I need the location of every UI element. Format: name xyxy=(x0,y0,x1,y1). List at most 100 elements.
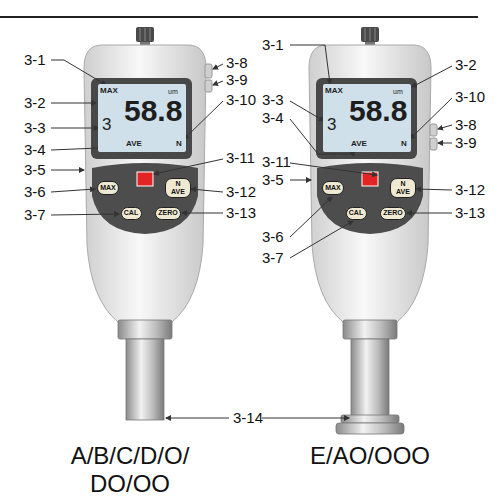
key-button: CAL xyxy=(121,207,142,220)
display-text: AVE xyxy=(351,140,367,148)
leader-lines xyxy=(290,101,324,121)
button-text: MAX xyxy=(325,184,341,192)
callout-number: 3-3 xyxy=(24,119,46,137)
display-text: MAX xyxy=(100,87,118,95)
display-text: 58.8 xyxy=(124,96,182,126)
leader-lines xyxy=(51,103,96,104)
display-text: AVE xyxy=(126,140,142,148)
callout-number: 3-5 xyxy=(24,161,46,179)
callout-number: 3-5 xyxy=(262,171,284,189)
leader-lines xyxy=(416,189,452,190)
button-text: MAX xyxy=(100,184,116,192)
right-tester xyxy=(309,27,431,339)
key-button: MAX xyxy=(97,181,119,195)
callout-number: 3-10 xyxy=(455,88,485,106)
leader-lines xyxy=(290,45,330,84)
top-rule xyxy=(0,16,478,18)
right-tester xyxy=(430,138,437,150)
leader-lines xyxy=(182,213,223,214)
right-tester xyxy=(309,27,437,434)
right-tester xyxy=(351,339,389,417)
button-text: ZERO xyxy=(383,209,402,217)
callout-number: 3-2 xyxy=(24,94,46,112)
callout-number: 3-13 xyxy=(455,204,485,222)
button-text: CAL xyxy=(124,209,138,217)
key-button: N AVE xyxy=(165,178,191,198)
callout-number: 3-11 xyxy=(262,153,291,171)
key-button: CAL xyxy=(346,207,367,220)
display-text: um xyxy=(393,88,403,95)
button-text: ZERO xyxy=(158,209,177,217)
callout-number: 3-12 xyxy=(226,183,256,201)
scale-caption: E/AO/OOO xyxy=(290,442,450,470)
callout-number: 3-1 xyxy=(262,36,284,54)
display-text: N xyxy=(401,140,407,148)
key-button: ZERO xyxy=(155,207,181,220)
callout-number: 3-9 xyxy=(226,71,248,89)
callout-number: 3-8 xyxy=(455,116,477,134)
callout-number: 3-7 xyxy=(262,249,284,267)
display-text: 58.8 xyxy=(349,96,407,126)
callout-number: 3-11 xyxy=(226,149,255,167)
button-text: N AVE xyxy=(168,180,188,196)
callout-number: 3-2 xyxy=(455,56,477,74)
callout-number: 3-3 xyxy=(262,91,284,109)
left-tester xyxy=(126,339,164,420)
leader-lines xyxy=(51,189,95,192)
left-tester xyxy=(84,27,212,420)
lcd-display: MAX 3 58.8AVE Num xyxy=(98,84,186,152)
leader-lines xyxy=(410,98,452,139)
callout-number: 3-1 xyxy=(24,51,46,69)
leader-lines xyxy=(438,125,452,129)
leader-lines xyxy=(51,60,106,85)
leader-lines xyxy=(438,143,452,144)
lcd-display: MAX 3 58.8AVE Num xyxy=(323,84,411,152)
leader-lines xyxy=(154,159,223,174)
display-text: 3 xyxy=(327,116,336,133)
leader-lines xyxy=(407,213,452,214)
button-text: N AVE xyxy=(393,180,413,196)
leader-lines xyxy=(290,197,332,237)
callout-number: 3-14 xyxy=(233,409,263,427)
key-button: MAX xyxy=(322,181,344,195)
left-tester xyxy=(205,80,212,92)
leader-lines xyxy=(213,64,223,69)
callout-number: 3-13 xyxy=(226,204,256,222)
left-tester xyxy=(205,64,212,78)
callout-number: 3-7 xyxy=(24,206,46,224)
leader-lines xyxy=(290,221,353,258)
right-tester xyxy=(341,415,399,423)
key-button: N AVE xyxy=(390,178,416,198)
callout-number: 3-4 xyxy=(262,109,284,127)
callout-number: 3-6 xyxy=(24,183,46,201)
leader-lines xyxy=(166,418,229,419)
leader-lines xyxy=(51,214,119,215)
display-text: N xyxy=(176,140,182,148)
display-text: MAX xyxy=(325,87,343,95)
leader-lines xyxy=(262,418,349,419)
leader-lines xyxy=(51,45,452,418)
leader-lines xyxy=(290,163,377,175)
callout-number: 3-12 xyxy=(455,181,485,199)
leader-lines xyxy=(213,81,223,85)
leader-lines xyxy=(51,170,84,171)
left-tester xyxy=(84,27,206,339)
right-tester xyxy=(430,124,437,136)
button-text: CAL xyxy=(349,209,363,217)
display-text: um xyxy=(168,88,178,95)
display-text: 3 xyxy=(102,116,111,133)
leader-lines xyxy=(290,180,311,181)
scale-caption: A/B/C/D/O/ DO/OO xyxy=(50,442,210,498)
callout-number: 3-9 xyxy=(455,134,477,152)
leader-lines xyxy=(191,189,223,192)
leader-lines xyxy=(51,128,99,129)
leader-lines xyxy=(412,66,452,87)
right-tester xyxy=(336,423,404,434)
callout-number: 3-4 xyxy=(24,141,46,159)
callout-number: 3-8 xyxy=(226,54,248,72)
key-button: ZERO xyxy=(380,207,406,220)
callout-number: 3-10 xyxy=(226,91,256,109)
leader-lines xyxy=(184,101,223,139)
callout-number: 3-6 xyxy=(262,228,284,246)
